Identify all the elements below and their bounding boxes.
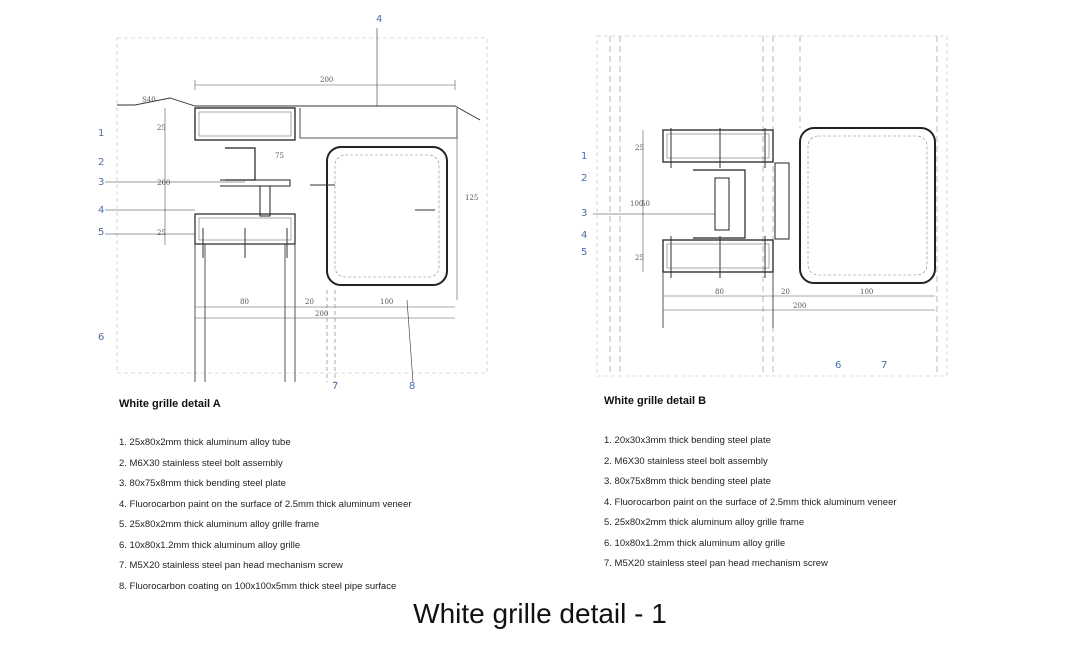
note-b-7: 7. M5X20 stainless steel pan head mechan…: [604, 558, 828, 569]
note-b-4: 4. Fluorocarbon paint on the surface of …: [604, 496, 897, 508]
alu-tube-top: [194, 107, 296, 141]
detail-b-caption: White grille detail B: [604, 395, 707, 407]
callout-b-6: 6: [835, 360, 842, 371]
dim-a-25b: 25: [157, 229, 166, 237]
dim-a-25: 25: [157, 124, 166, 132]
note-a-6: 6. 10x80x1.2mm thick aluminum alloy gril…: [119, 539, 301, 551]
dim-b-80: 80: [715, 288, 724, 296]
note-a-1: 1. 25x80x2mm thick aluminum alloy tube: [119, 437, 291, 448]
detail-a-border: [116, 37, 488, 374]
callout-b-7: 7: [881, 360, 888, 371]
grille-frame-b-top: [662, 129, 774, 163]
dim-a-top: 200: [320, 76, 333, 84]
callout-a-6: 6: [98, 332, 105, 343]
dim-a-100: 100: [380, 298, 393, 306]
grille-frame-b-bottom: [662, 239, 774, 273]
dim-a-s40: S40: [142, 96, 156, 104]
dim-b-25b: 25: [635, 254, 644, 262]
page-title: White grille detail - 1: [413, 598, 667, 629]
dim-a-200l: 200: [157, 179, 170, 187]
detail-a-drawing: 200 S40 80 20 100 200 25 200 25 75 125: [105, 28, 488, 383]
callout-a-1: 1: [98, 128, 105, 139]
detail-a-notes: 1. 25x80x2mm thick aluminum alloy tube 2…: [119, 433, 412, 597]
detail-b-notes: 1. 20x30x3mm thick bending steel plate 2…: [604, 431, 897, 575]
dim-b-20: 20: [781, 288, 790, 296]
callout-b-2: 2: [581, 173, 588, 184]
note-a-3: 3. 80x75x8mm thick bending steel plate: [119, 478, 286, 489]
dim-b-25: 25: [635, 144, 644, 152]
note-b-5: 5. 25x80x2mm thick aluminum alloy grille…: [604, 517, 805, 528]
callout-a-8: 8: [409, 381, 416, 392]
callout-a-top: 4: [376, 14, 383, 25]
detail-a-caption: White grille detail A: [119, 398, 221, 410]
callout-b-4: 4: [581, 230, 588, 241]
callout-b-1: 1: [581, 151, 588, 162]
detail-b-border: [596, 35, 948, 377]
note-a-4: 4. Fluorocarbon paint on the surface of …: [119, 498, 412, 510]
note-a-8: 8. Fluorocarbon coating on 100x100x5mm t…: [119, 580, 397, 592]
note-a-7: 7. M5X20 stainless steel pan head mechan…: [119, 560, 343, 571]
callout-b-5: 5: [581, 247, 588, 258]
callout-a-4: 4: [98, 205, 105, 216]
dim-a-80: 80: [240, 298, 249, 306]
note-a-5: 5. 25x80x2mm thick aluminum alloy grille…: [119, 519, 320, 530]
note-b-6: 6. 10x80x1.2mm thick aluminum alloy gril…: [604, 537, 786, 549]
dim-b-50: 50: [641, 200, 650, 208]
callout-a-5: 5: [98, 227, 105, 238]
callout-a-7: 7: [332, 381, 339, 392]
dim-a-75: 75: [275, 152, 284, 160]
callout-a-3: 3: [98, 177, 105, 188]
dim-b-100l: 100: [630, 200, 643, 208]
note-b-3: 3. 80x75x8mm thick bending steel plate: [604, 476, 771, 487]
steel-pipe-b: [799, 127, 936, 284]
dim-a-20: 20: [305, 298, 314, 306]
note-a-2: 2. M6X30 stainless steel bolt assembly: [119, 457, 283, 469]
dim-a-200b: 200: [315, 310, 328, 318]
dim-a-125: 125: [465, 194, 478, 202]
callout-a-2: 2: [98, 157, 105, 168]
detail-b-drawing: 80 20 100 200 25 100 50 25: [593, 35, 948, 377]
dim-b-100: 100: [860, 288, 873, 296]
dim-b-200: 200: [793, 302, 806, 310]
steel-pipe: [326, 146, 448, 286]
note-b-2: 2. M6X30 stainless steel bolt assembly: [604, 455, 768, 467]
callout-b-3: 3: [581, 208, 588, 219]
note-b-1: 1. 20x30x3mm thick bending steel plate: [604, 435, 771, 446]
